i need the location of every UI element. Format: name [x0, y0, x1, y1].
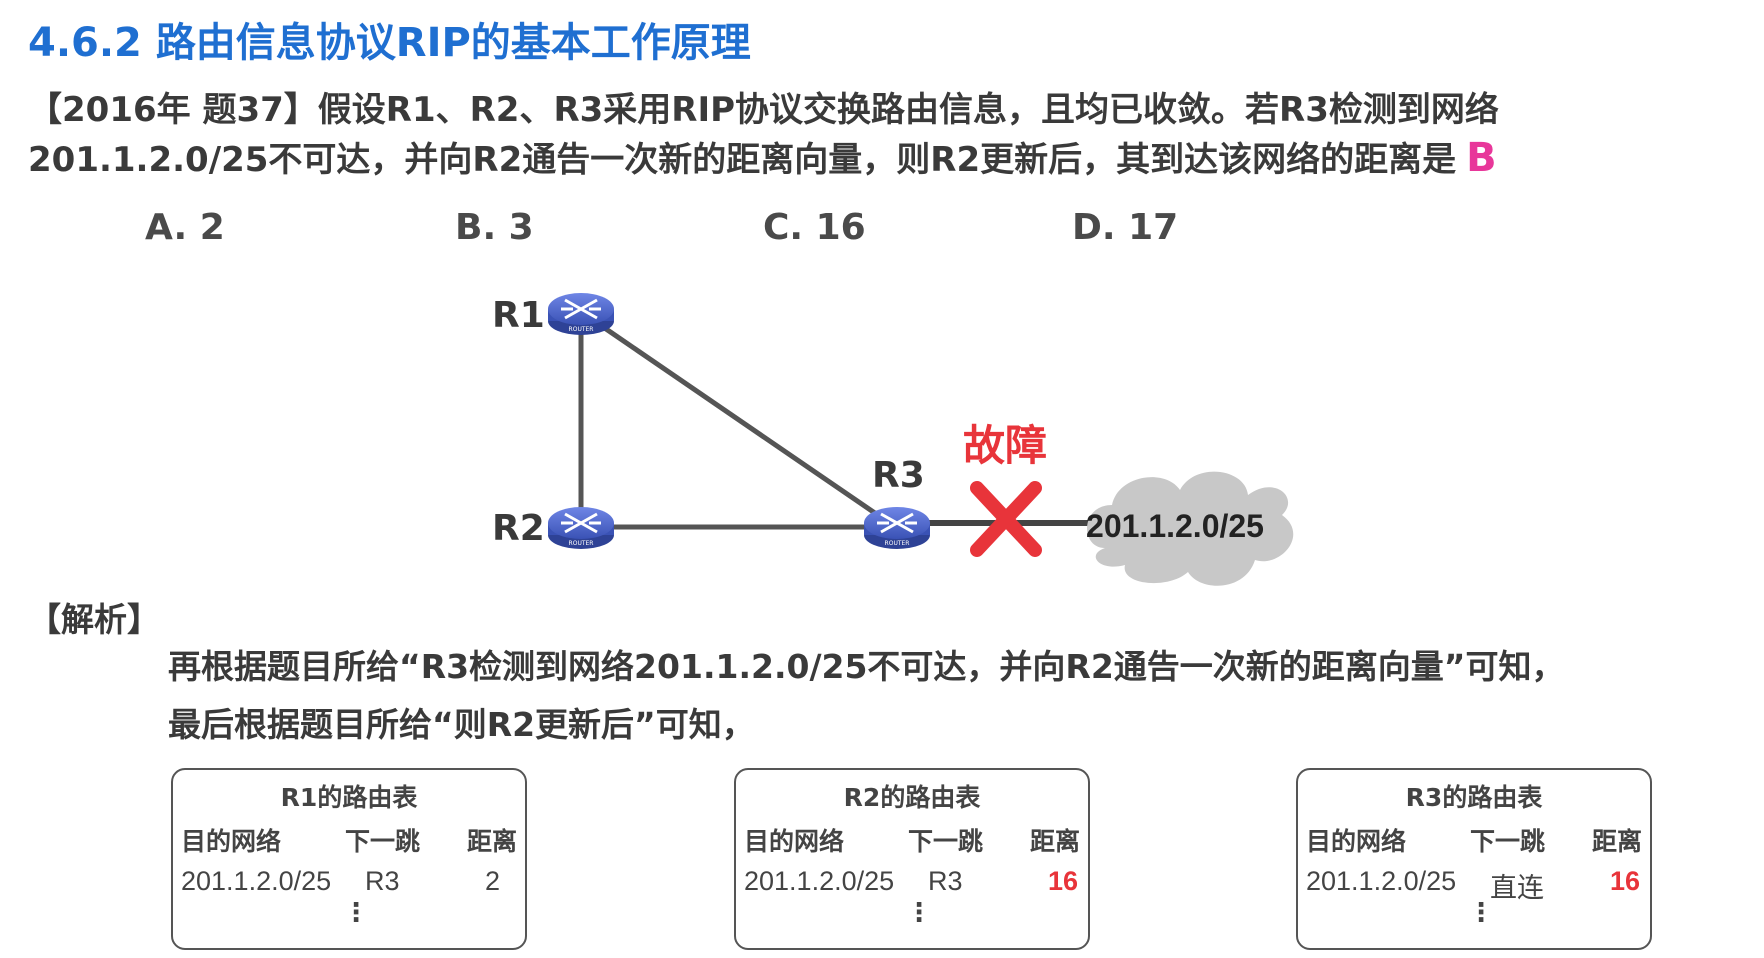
question-line-2-text: 201.1.2.0/25不可达，并向R2通告一次新的距离向量，则R2更新后，其到… — [28, 140, 1457, 180]
router-caption: ROUTER — [569, 540, 594, 547]
more-rows: ⋮ — [906, 898, 932, 928]
router-caption: ROUTER — [885, 540, 910, 547]
cell-distance: 2 — [485, 866, 501, 896]
header-destination: 目的网络 — [181, 827, 282, 856]
question-line-1: 【2016年 题37】假设R1、R2、R3采用RIP协议交换路由信息，且均已收敛… — [28, 90, 1499, 130]
cell-next-hop: R3 — [928, 866, 963, 896]
router-r2-label: R2 — [492, 508, 545, 549]
page-title: 4.6.2 路由信息协议RIP的基本工作原理 — [28, 20, 751, 66]
answer-mark: B — [1466, 135, 1497, 181]
cell-destination: 201.1.2.0/25 — [744, 866, 895, 896]
router-r2-icon: ROUTER — [548, 507, 614, 549]
cell-next-hop: 直连 — [1490, 873, 1544, 903]
more-rows: ⋮ — [343, 898, 369, 928]
fault-label: 故障 — [963, 421, 1047, 470]
analysis-line-2: 最后根据题目所给“则R2更新后”可知， — [168, 705, 755, 744]
table-title: R1的路由表 — [280, 783, 418, 812]
header-distance: 距离 — [1030, 827, 1081, 856]
option-a: A. 2 — [145, 207, 225, 248]
cell-next-hop: R3 — [365, 866, 400, 896]
question-line-2: 201.1.2.0/25不可达，并向R2通告一次新的距离向量，则R2更新后，其到… — [28, 132, 1497, 181]
network-label: 201.1.2.0/25 — [1086, 508, 1264, 544]
header-destination: 目的网络 — [744, 827, 845, 856]
option-b: B. 3 — [455, 207, 534, 248]
routing-table-r3: R3的路由表 目的网络 下一跳 距离 201.1.2.0/25 直连 16 ⋮ — [1296, 768, 1652, 950]
table-title: R2的路由表 — [843, 783, 981, 812]
cloud-icon — [1087, 471, 1294, 586]
option-d: D. 17 — [1072, 207, 1179, 248]
header-distance: 距离 — [1592, 827, 1643, 856]
cell-destination: 201.1.2.0/25 — [1306, 866, 1457, 896]
more-rows: ⋮ — [1468, 898, 1494, 928]
cell-distance: 16 — [1610, 866, 1641, 896]
option-c: C. 16 — [763, 207, 866, 248]
table-title: R3的路由表 — [1405, 783, 1543, 812]
header-next-hop: 下一跳 — [1470, 827, 1546, 856]
header-next-hop: 下一跳 — [908, 827, 984, 856]
fault-x-icon — [970, 481, 1042, 557]
router-r1-label: R1 — [492, 295, 545, 336]
routing-table-r1: R1的路由表 目的网络 下一跳 距离 201.1.2.0/25 R3 2 ⋮ — [171, 768, 527, 950]
link-r1-r3 — [588, 315, 890, 525]
header-next-hop: 下一跳 — [345, 827, 421, 856]
router-r3-icon: ROUTER — [864, 507, 930, 549]
router-r3-label: R3 — [872, 455, 925, 496]
router-caption: ROUTER — [569, 326, 594, 333]
header-distance: 距离 — [467, 827, 518, 856]
analysis-line-1: 再根据题目所给“R3检测到网络201.1.2.0/25不可达，并向R2通告一次新… — [168, 647, 1565, 686]
routing-table-r2: R2的路由表 目的网络 下一跳 距离 201.1.2.0/25 R3 16 ⋮ — [734, 768, 1090, 950]
analysis-heading: 【解析】 — [28, 600, 160, 639]
header-destination: 目的网络 — [1306, 827, 1407, 856]
router-r1-icon: ROUTER — [548, 293, 614, 335]
cell-destination: 201.1.2.0/25 — [181, 866, 332, 896]
cell-distance: 16 — [1048, 866, 1079, 896]
